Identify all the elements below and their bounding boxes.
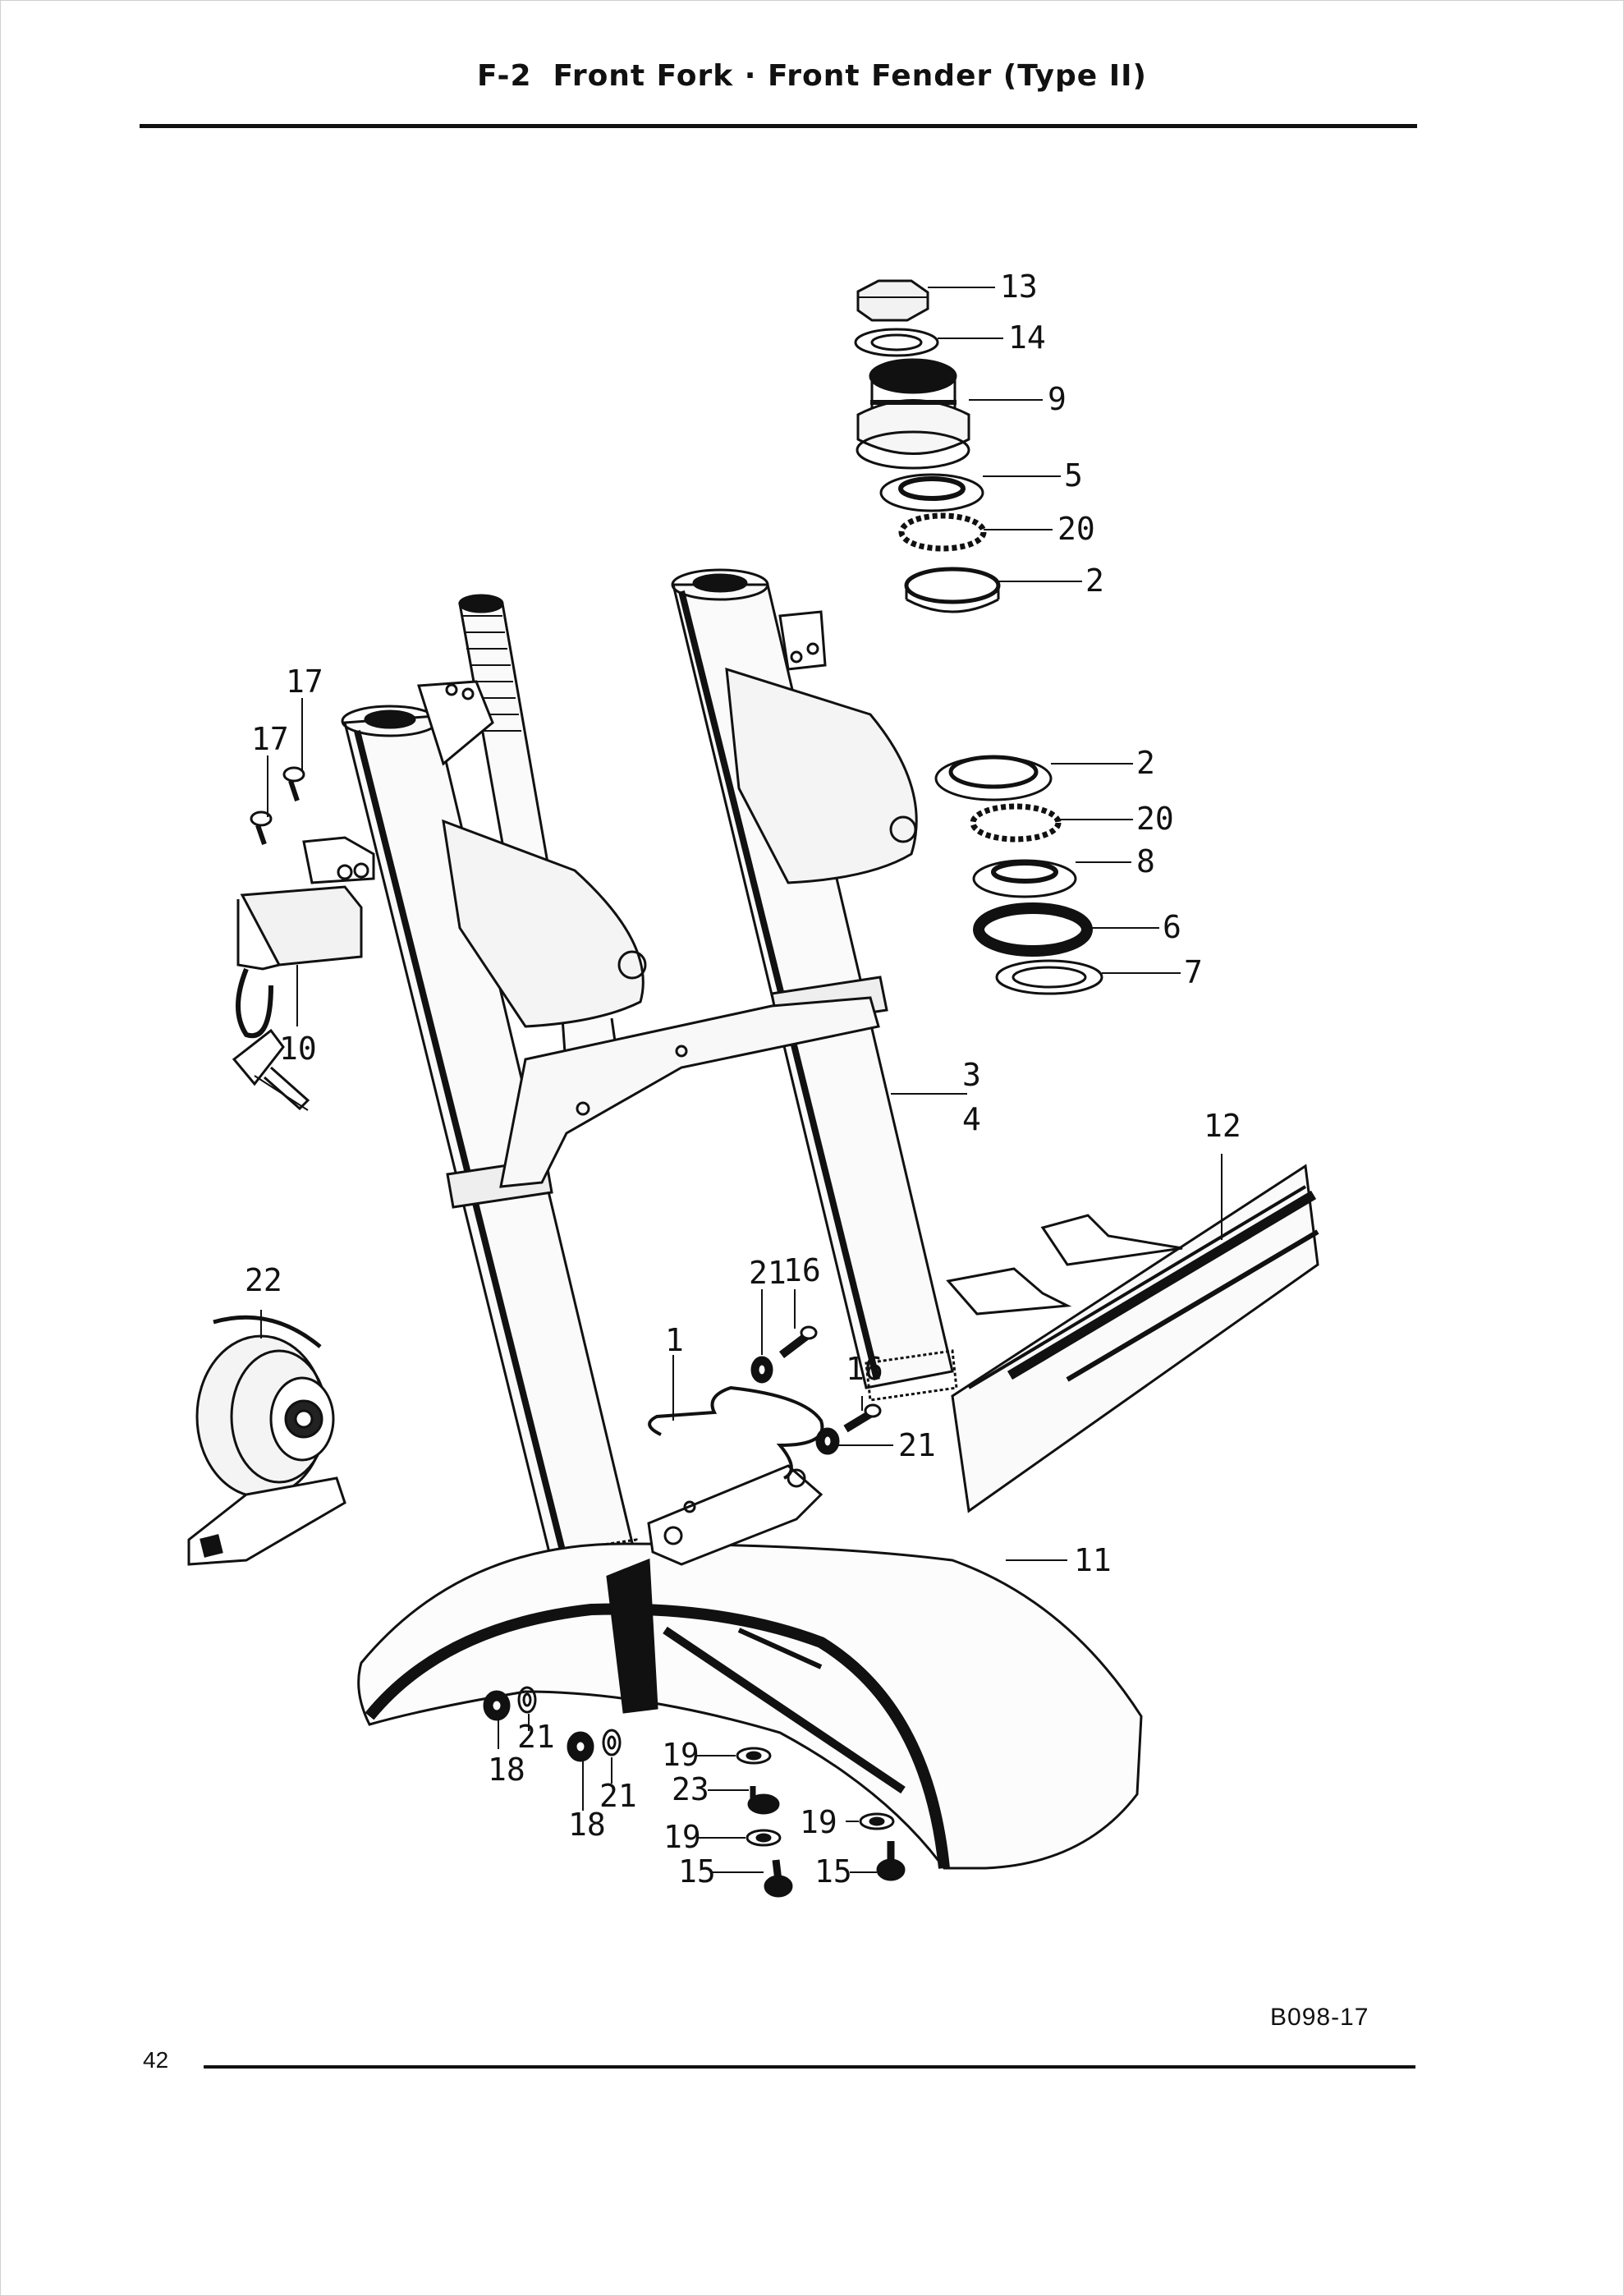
callout-7: 7 xyxy=(1184,954,1203,990)
callout-15-left: 15 xyxy=(678,1853,716,1890)
callout-3: 3 xyxy=(962,1057,981,1093)
lock-screw-upper xyxy=(282,766,305,801)
callout-16-upper: 16 xyxy=(783,1252,821,1288)
bottom-bridge xyxy=(499,996,880,1188)
top-bridge-cone xyxy=(856,358,970,470)
upper-ball-race xyxy=(879,473,984,512)
footer-rule xyxy=(204,2065,1415,2069)
callout-15-right: 15 xyxy=(814,1853,852,1890)
bolt-15-right xyxy=(876,1841,906,1881)
callout-1: 1 xyxy=(665,1322,684,1358)
callout-13: 13 xyxy=(1000,269,1038,305)
callout-8: 8 xyxy=(1136,843,1155,879)
callout-20-upper: 20 xyxy=(1057,511,1095,547)
callout-2-lower: 2 xyxy=(1136,745,1155,781)
washer-21-right xyxy=(602,1729,622,1756)
callout-16-lower: 16 xyxy=(846,1351,883,1387)
fender-bracket xyxy=(647,1464,823,1566)
callout-9: 9 xyxy=(1048,381,1067,417)
callout-4: 4 xyxy=(962,1101,981,1137)
callout-21-fender-left: 21 xyxy=(517,1719,555,1755)
washer-21-upper xyxy=(750,1356,773,1384)
washer-21-lower xyxy=(815,1427,840,1455)
callout-17: 17 xyxy=(251,721,289,757)
callout-11: 11 xyxy=(1074,1542,1112,1578)
diagram-reference-code: B098-17 xyxy=(1270,2004,1369,2031)
bolt-15-left xyxy=(764,1859,793,1898)
stay-plate xyxy=(946,1164,1319,1513)
lower-bearing-cup xyxy=(934,755,1053,801)
page-number: 42 xyxy=(143,2047,169,2073)
steering-lock xyxy=(232,836,375,1111)
stem-washer xyxy=(854,328,939,357)
section-code: F-2 xyxy=(477,59,532,93)
callout-6: 6 xyxy=(1163,909,1181,945)
callout-18-left: 18 xyxy=(488,1752,525,1788)
dust-seal xyxy=(973,902,1093,957)
callout-22: 22 xyxy=(245,1262,282,1298)
washer-19-b xyxy=(745,1829,782,1847)
upper-steel-balls xyxy=(898,512,987,552)
bolt-16-upper xyxy=(778,1325,818,1358)
callout-5: 5 xyxy=(1064,457,1083,494)
nut-18-right xyxy=(567,1731,594,1762)
washer-19-a xyxy=(736,1747,772,1765)
steering-stem-nut xyxy=(856,279,929,322)
callout-21-upper: 21 xyxy=(749,1255,787,1291)
washer-21-left xyxy=(517,1686,537,1714)
callout-23: 23 xyxy=(672,1771,709,1807)
cable-guide xyxy=(648,1385,824,1480)
callout-19-b: 19 xyxy=(663,1819,701,1855)
horn xyxy=(187,1315,346,1566)
callout-21-fender-right: 21 xyxy=(599,1778,637,1814)
lower-steel-balls xyxy=(970,803,1062,843)
lower-ball-race xyxy=(972,859,1077,898)
callout-19-c: 19 xyxy=(800,1804,837,1840)
header-rule xyxy=(140,124,1417,128)
callout-19-a: 19 xyxy=(662,1737,700,1773)
callout-21-lower: 21 xyxy=(898,1427,936,1463)
lock-screw-lower xyxy=(250,810,273,845)
section-title: Front Fork · Front Fender (Type II) xyxy=(553,59,1147,93)
callout-12: 12 xyxy=(1204,1108,1241,1144)
callout-2-upper: 2 xyxy=(1085,563,1104,599)
callout-14: 14 xyxy=(1008,319,1046,356)
leader-lines xyxy=(260,287,1223,1873)
dust-seal-washer xyxy=(995,959,1103,995)
callout-17-top: 17 xyxy=(286,664,323,700)
left-fork-bracket xyxy=(416,680,647,1028)
right-fork-bracket xyxy=(725,610,918,884)
front-fender xyxy=(357,1542,1143,1870)
washer-19-c xyxy=(859,1812,895,1830)
callout-18-right: 18 xyxy=(568,1807,606,1843)
nut-23 xyxy=(747,1786,780,1815)
bolt-16-lower xyxy=(843,1403,882,1433)
callout-10: 10 xyxy=(279,1031,317,1067)
upper-bearing-cup xyxy=(904,567,1001,613)
nut-18-left xyxy=(483,1690,511,1721)
page-title: F-2 Front Fork · Front Fender (Type II) xyxy=(0,59,1624,93)
callout-numbers: 13 14 9 5 20 2 2 20 8 6 7 17 17 10 3 4 1… xyxy=(245,269,1241,1890)
callout-20-lower: 20 xyxy=(1136,801,1174,837)
